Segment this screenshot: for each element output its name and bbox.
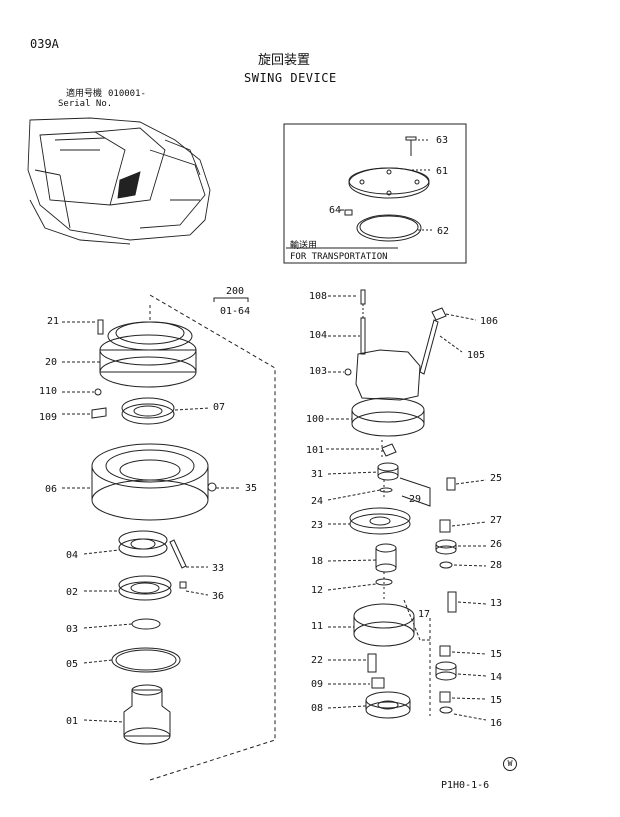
- right-parts: [326, 289, 487, 721]
- title-japanese: 旋回装置: [258, 53, 311, 68]
- copyright-stamp: W: [503, 757, 517, 771]
- part-label: 05: [66, 659, 79, 670]
- part-label: 109: [39, 412, 58, 423]
- title-english: SWING DEVICE: [244, 71, 337, 85]
- inset-label-64: 64: [329, 205, 342, 216]
- part-label: 26: [490, 539, 503, 550]
- part-label: 14: [490, 672, 503, 683]
- part-label: 105: [467, 350, 486, 361]
- part-label: 17: [418, 609, 431, 620]
- part-label: 23: [311, 520, 324, 531]
- part-label: 11: [311, 621, 324, 632]
- part-label: 36: [212, 591, 225, 602]
- part-label: 07: [213, 402, 226, 413]
- part-label: 06: [45, 484, 58, 495]
- inset-label-63: 63: [436, 135, 449, 146]
- footer-ref-code: P1H0-1-6: [441, 780, 490, 791]
- page-code: 039A: [30, 37, 59, 51]
- part-label: 18: [311, 556, 324, 567]
- part-label: 15: [490, 649, 503, 660]
- part-label: 104: [309, 330, 328, 341]
- part-label: 21: [47, 316, 60, 327]
- part-label: 15: [490, 695, 503, 706]
- part-label: 29: [409, 494, 422, 505]
- part-label: 25: [490, 473, 503, 484]
- part-label: 02: [66, 587, 79, 598]
- part-label: 100: [306, 414, 325, 425]
- part-label: 35: [245, 483, 258, 494]
- excavator-sketch: [27, 117, 211, 245]
- part-label: 28: [490, 560, 503, 571]
- inset-label-61: 61: [436, 166, 449, 177]
- group-range: 01-64: [220, 306, 251, 317]
- serial-value: 010001-: [108, 89, 146, 99]
- part-label: 110: [39, 386, 58, 397]
- part-label: 12: [311, 585, 324, 596]
- part-label: 16: [490, 718, 503, 729]
- part-label: 03: [66, 624, 79, 635]
- part-label: 01: [66, 716, 79, 727]
- part-label: 27: [490, 515, 503, 526]
- inset-label-62: 62: [437, 226, 450, 237]
- part-label: 108: [309, 291, 328, 302]
- part-label: 31: [311, 469, 324, 480]
- part-label: 106: [480, 316, 499, 327]
- left-parts: [62, 305, 240, 745]
- part-label: 08: [311, 703, 324, 714]
- serial-label-jp: 適用号機: [66, 89, 103, 99]
- part-label: 103: [309, 366, 328, 377]
- part-label: 22: [311, 655, 324, 666]
- part-label: 24: [311, 496, 324, 507]
- serial-label-en: Serial No.: [58, 99, 113, 109]
- part-label: 33: [212, 563, 225, 574]
- part-label: 101: [306, 445, 325, 456]
- part-label: 04: [66, 550, 79, 561]
- group-number: 200: [226, 286, 245, 297]
- transport-label-en: FOR TRANSPORTATION: [290, 252, 388, 262]
- part-label: 13: [490, 598, 503, 609]
- transport-inset-box: [283, 123, 467, 264]
- part-label: 09: [311, 679, 324, 690]
- part-label: 20: [45, 357, 58, 368]
- transport-label-jp: 輸送用: [290, 241, 318, 251]
